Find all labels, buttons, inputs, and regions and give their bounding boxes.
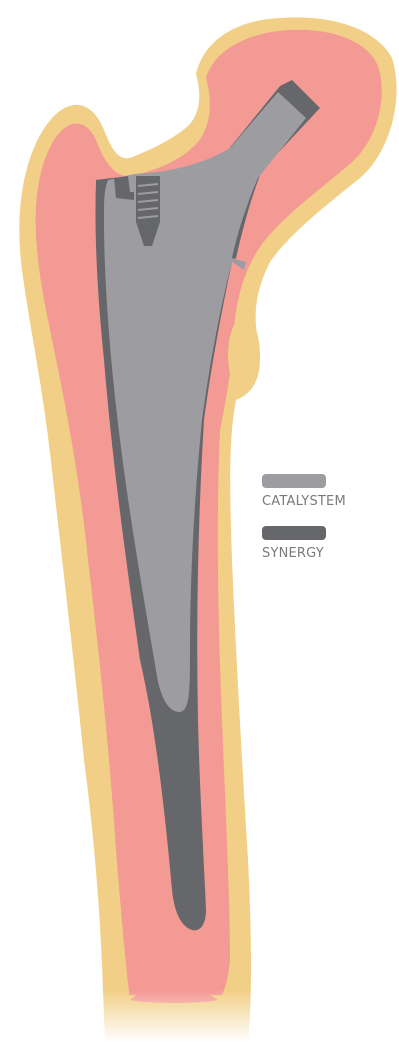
synergy-swatch (262, 526, 326, 540)
lesser-trochanter (228, 317, 260, 393)
synergy-label: SYNERGY (262, 546, 392, 561)
bottom-fade (0, 990, 399, 1042)
catalystem-label: CATALYSTEM (262, 494, 392, 509)
legend-item-synergy: SYNERGY (262, 526, 392, 578)
legend-item-catalystem: CATALYSTEM (262, 474, 392, 526)
stem-screw-slot (136, 176, 160, 222)
catalystem-swatch (262, 474, 326, 488)
legend: CATALYSTEM SYNERGY (262, 474, 392, 578)
